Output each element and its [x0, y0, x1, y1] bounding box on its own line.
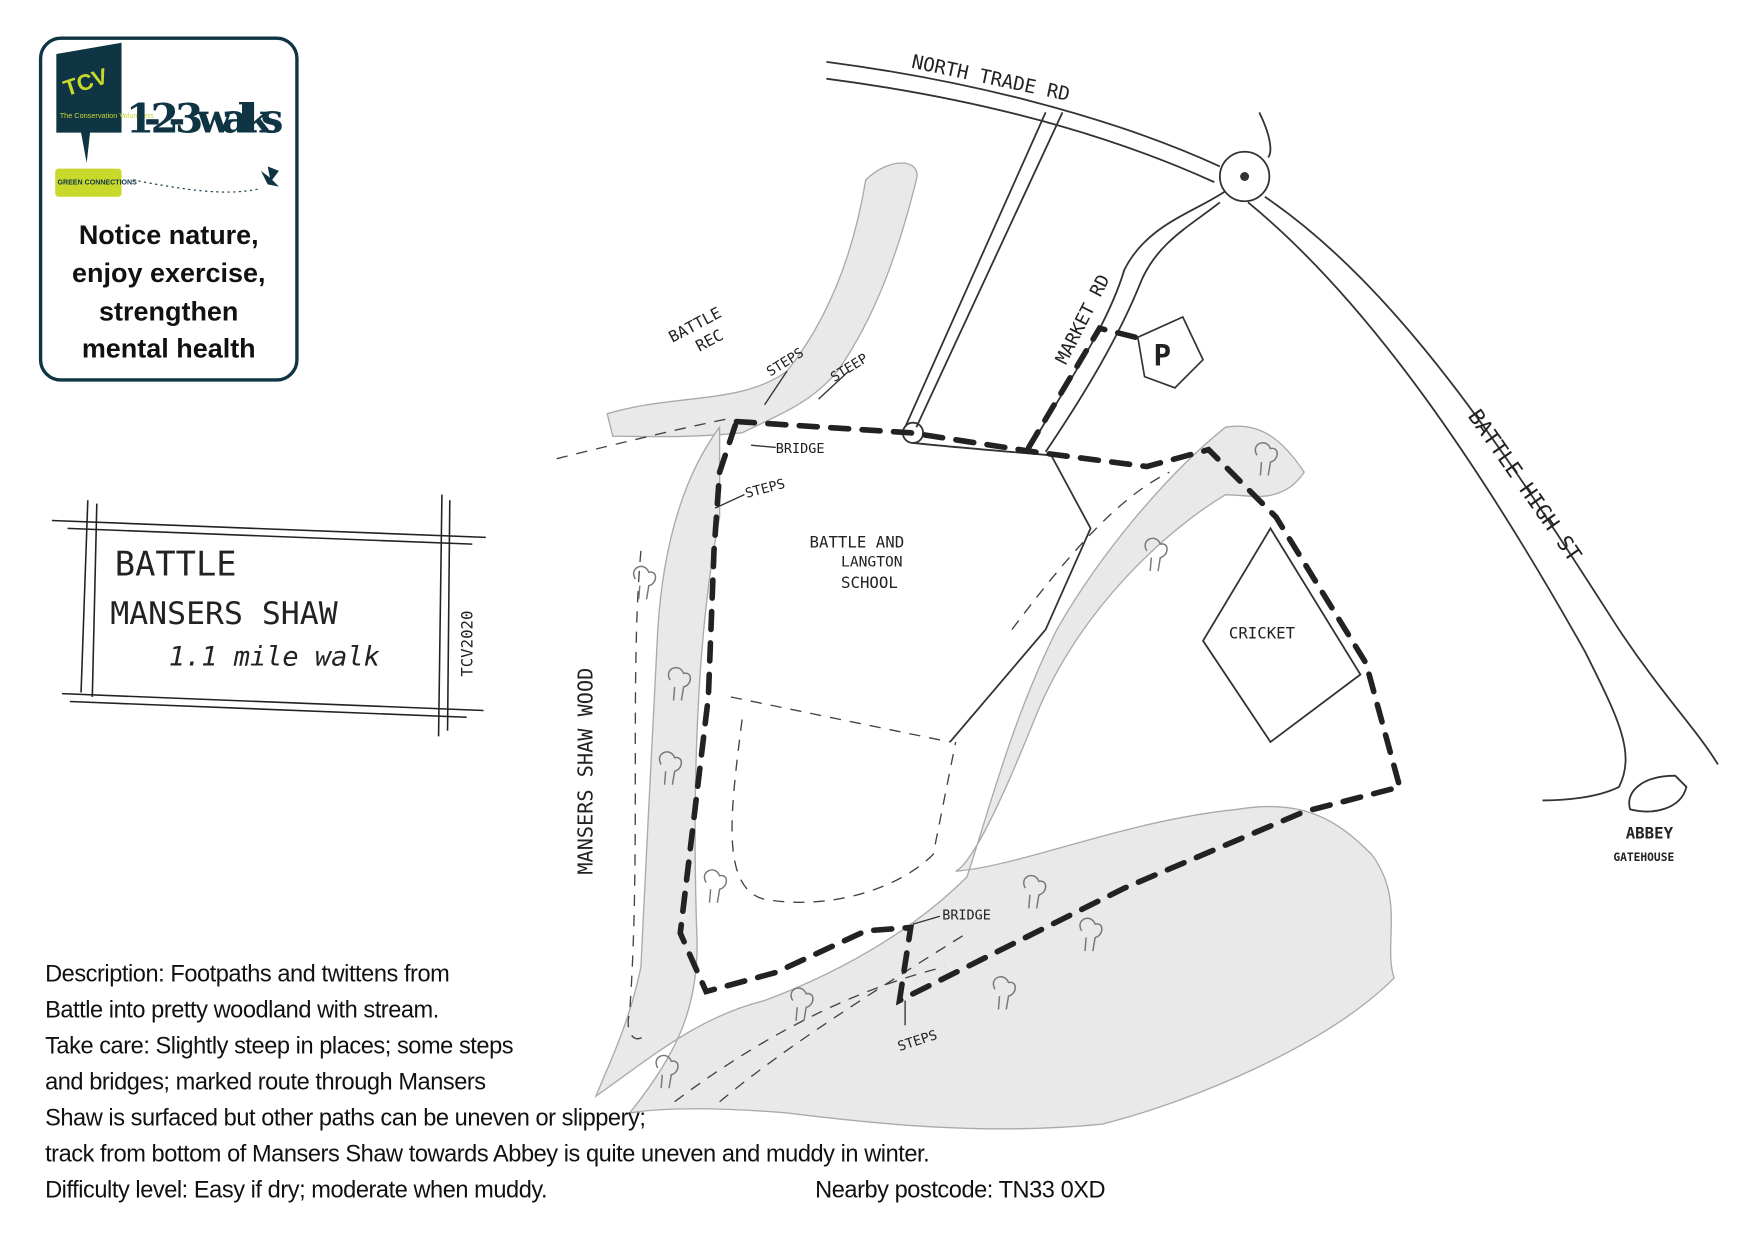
abbey-gatehouse-outline: [1628, 774, 1688, 813]
school-label-2: LANGTON: [841, 554, 903, 571]
walk-title-box: BATTLE MANSERS SHAW 1.1 mile walk TCV202…: [51, 494, 486, 737]
green-connections-label: GREEN CONNECTIONS: [57, 178, 137, 186]
roundabout: [1218, 150, 1271, 203]
tree-icon: [655, 1054, 679, 1089]
tree-icon: [658, 751, 683, 785]
description-line: track from bottom of Mansers Shaw toward…: [45, 1141, 929, 1167]
cricket-ground: [1201, 526, 1362, 744]
title-line-2: MANSERS SHAW: [110, 596, 337, 632]
tagline-line-3: strengthen: [99, 296, 238, 326]
bridge-label-bottom: BRIDGE: [942, 908, 991, 924]
footpaths: [556, 417, 1170, 1103]
school-label-1: BATTLE AND: [810, 532, 905, 551]
tcv-brand-sub: The Conservation Volunteers: [60, 111, 154, 120]
battle-high-st-label: BATTLE HIGH ST: [1462, 405, 1586, 567]
tree-symbols: [633, 442, 1278, 1089]
tree-icon: [1023, 874, 1047, 909]
credit-label: TCV2020: [457, 611, 476, 677]
steps-label-left: STEPS: [743, 476, 786, 502]
roads: [826, 60, 1719, 813]
description-line: and bridges; marked route through Manser…: [45, 1069, 486, 1095]
woodland-north: [606, 162, 918, 438]
tree-icon: [992, 976, 1016, 1010]
tree-icon: [667, 666, 692, 701]
tcv-badge: [56, 42, 122, 164]
tagline-line-4: mental health: [82, 333, 256, 363]
title-line-3: 1.1 mile walk: [169, 642, 380, 673]
car-park-link: [1025, 325, 1139, 451]
tree-icon: [790, 987, 814, 1021]
gatehouse-label: GATEHOUSE: [1613, 851, 1674, 864]
tree-icon: [633, 565, 657, 600]
north-trade-rd-label: NORTH TRADE RD: [910, 50, 1072, 106]
difficulty-line: Difficulty level: Easy if dry; moderate …: [45, 1177, 547, 1203]
tree-icon: [1254, 442, 1278, 476]
car-park: P: [1136, 315, 1205, 389]
walks-program-label: 1-2-3 walks: [126, 95, 283, 143]
bridge-label-top: BRIDGE: [776, 441, 825, 457]
description-line: Shaw is surfaced but other paths can be …: [45, 1105, 645, 1131]
tree-icon: [703, 869, 728, 903]
title-line-1: BATTLE: [115, 545, 237, 584]
woodland-shaw: [594, 425, 1395, 1130]
abbey-label: ABBEY: [1626, 824, 1674, 843]
butterfly-icon: [260, 166, 279, 187]
description-line: Description: Footpaths and twittens from: [45, 961, 449, 987]
description-line: Battle into pretty woodland with stream.: [45, 997, 439, 1023]
annotation-arrows: [714, 370, 941, 1026]
tree-icon: [1144, 537, 1168, 572]
tagline-line-1: Notice nature,: [79, 220, 259, 250]
mansers-shaw-wood-label: MANSERS SHAW WOOD: [574, 668, 598, 875]
walk-route: [677, 418, 1404, 1006]
tagline-line-2: enjoy exercise,: [72, 258, 265, 288]
tcv-123-walks-logo: TCV The Conservation Volunteers GREEN CO…: [38, 36, 299, 382]
cricket-label: CRICKET: [1229, 624, 1296, 643]
school-label-3: SCHOOL: [841, 573, 898, 592]
tree-icon: [1079, 917, 1103, 952]
parking-label: P: [1154, 338, 1172, 372]
walk-description: Description: Footpaths and twittens from…: [45, 961, 1105, 1203]
description-line: Take care: Slightly steep in places; som…: [45, 1033, 513, 1059]
roundabout-centre: [1240, 172, 1250, 181]
postcode-label: Nearby postcode: TN33 0XD: [815, 1177, 1105, 1203]
